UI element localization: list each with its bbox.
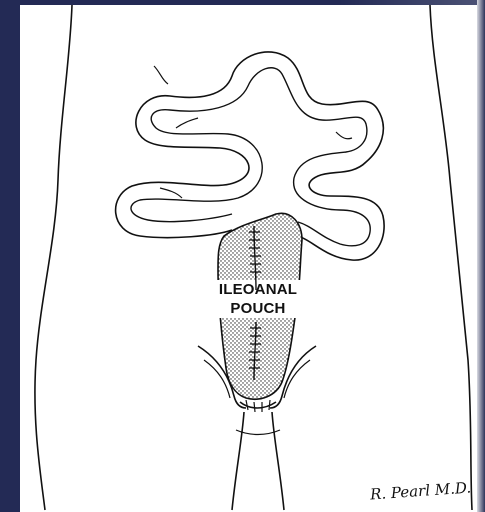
intestine-fold-2 (176, 118, 198, 128)
torso-right-outline (430, 5, 472, 510)
ileoanal-pouch-label: ILEOANAL POUCH (198, 280, 318, 318)
torso-left-outline (35, 5, 72, 510)
intestine-fold-4 (336, 132, 352, 139)
intestine-fold-1 (154, 66, 168, 84)
anal-canal (232, 412, 284, 510)
small-intestine-inner (131, 68, 370, 246)
pouch-label-line-2: POUCH (198, 299, 318, 318)
pouch-label-line-1: ILEOANAL (198, 280, 318, 299)
intestine-fold-3 (160, 188, 182, 198)
anal-anastomosis (240, 402, 276, 408)
